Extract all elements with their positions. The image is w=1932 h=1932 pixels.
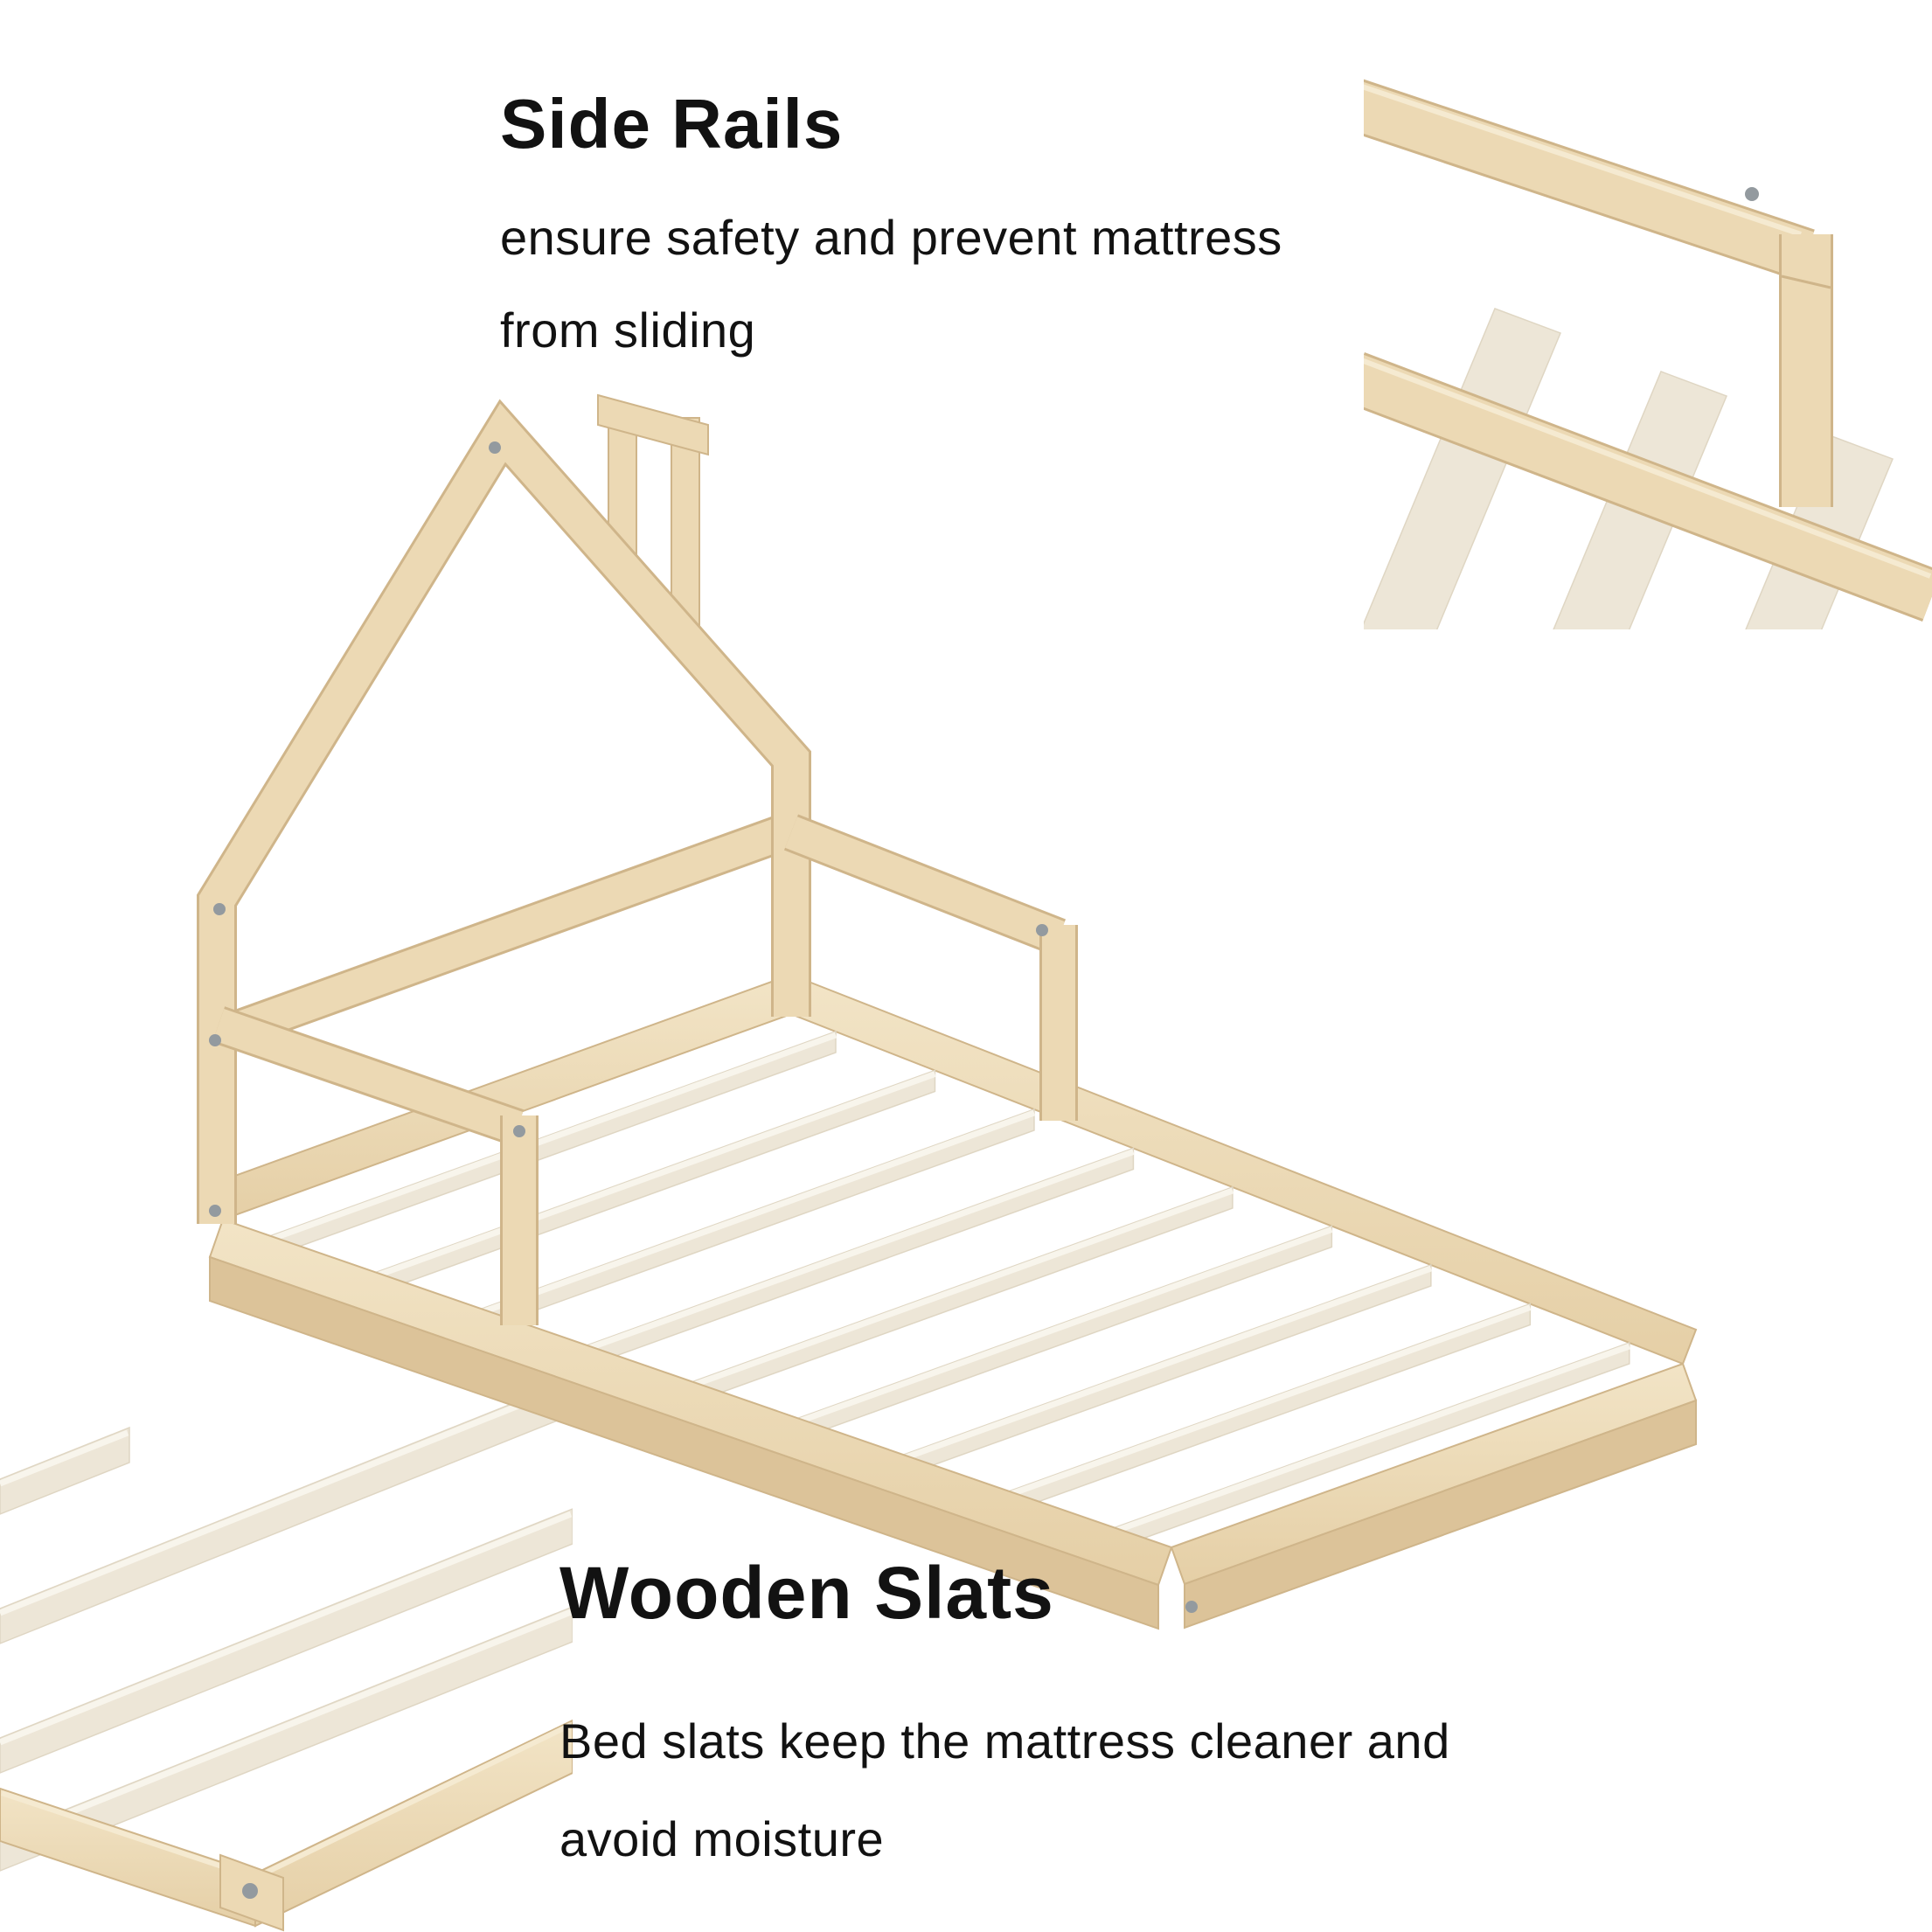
screw-dot xyxy=(242,1883,258,1899)
bed-render xyxy=(197,393,1698,1630)
side-rails-description-line1: ensure safety and prevent mattress xyxy=(500,210,1282,265)
side-rails-callout: Side Rails ensure safety and prevent mat… xyxy=(500,87,1282,355)
bed-slats xyxy=(269,1030,1630,1550)
wooden-slats-title: Wooden Slats xyxy=(559,1552,1054,1634)
chimney xyxy=(597,393,709,649)
side-rails-description-line2: from sliding xyxy=(500,302,756,358)
wooden-slats-callout: Wooden Slats Bed slats keep the mattress… xyxy=(559,1554,1450,1864)
wooden-slats-description-line1: Bed slats keep the mattress cleaner and xyxy=(559,1713,1450,1769)
near-side-rail xyxy=(212,1006,539,1325)
far-side-rail xyxy=(783,814,1078,1121)
slats-detail-image xyxy=(0,1379,573,1932)
screw-dots xyxy=(209,441,1198,1613)
side-rails-title: Side Rails xyxy=(500,85,844,163)
side-rail-detail-image xyxy=(1364,79,1932,629)
wooden-slats-description-line2: avoid moisture xyxy=(559,1811,885,1867)
screw-dot xyxy=(1745,187,1759,201)
